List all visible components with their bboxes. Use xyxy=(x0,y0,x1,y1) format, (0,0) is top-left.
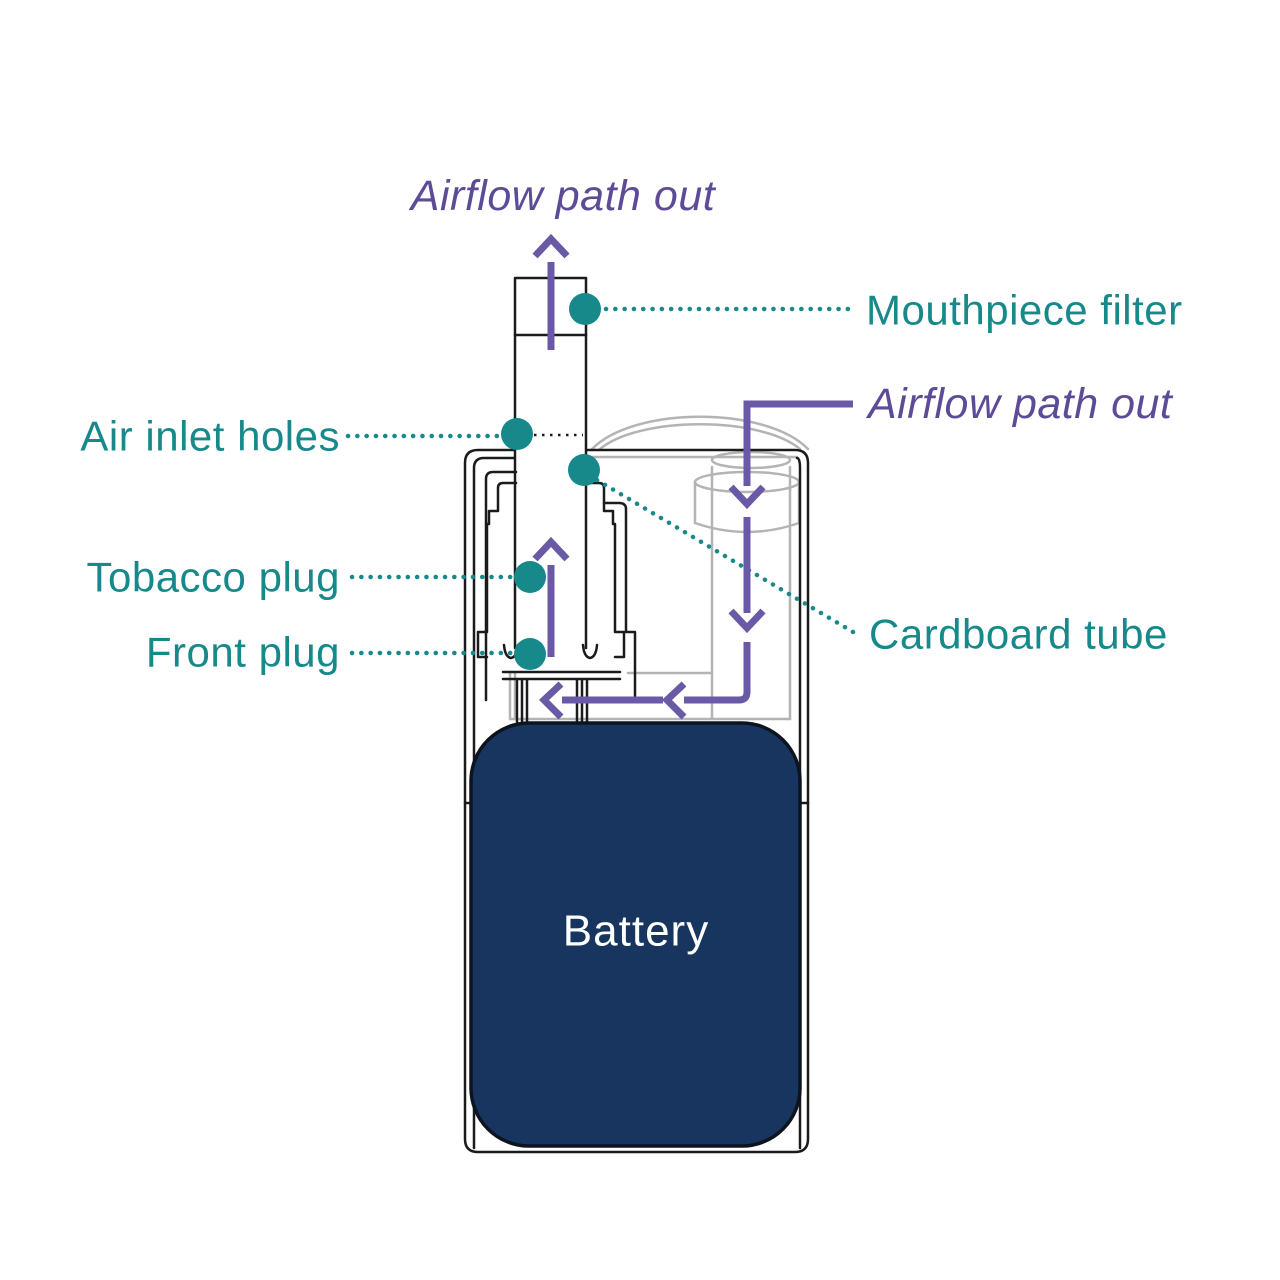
callout-dot-cardboard-tube xyxy=(568,454,600,486)
airflow-in-segment-1 xyxy=(743,400,853,486)
label-air-inlet-holes: Air inlet holes xyxy=(80,413,340,460)
diagram-labels: Airflow path out Mouthpiece filter Airfl… xyxy=(80,172,1182,676)
label-airflow-path-out-right: Airflow path out xyxy=(865,380,1174,428)
label-tobacco-plug: Tobacco plug xyxy=(86,554,340,601)
airflow-in-head-2 xyxy=(728,608,766,634)
battery-label: Battery xyxy=(563,907,709,956)
leader-cardboard-tube xyxy=(594,477,856,635)
leader-lines xyxy=(345,306,859,656)
battery-shape xyxy=(469,721,802,1148)
airflow-in-segment-3 xyxy=(684,642,751,704)
arrow-up-stick-head xyxy=(532,536,570,562)
label-front-plug: Front plug xyxy=(146,629,340,676)
front-plug-cup-right xyxy=(581,643,599,660)
holder-internal-structure xyxy=(476,470,637,724)
callout-dot-air-inlet-holes xyxy=(501,418,533,450)
callout-dots xyxy=(501,293,601,670)
inner-tube-top-rim xyxy=(710,450,792,470)
arrow-out-top-head xyxy=(532,233,570,259)
cap-dome-inner-arc xyxy=(598,423,802,451)
battery-block: Battery xyxy=(469,721,802,1148)
label-mouthpiece-filter: Mouthpiece filter xyxy=(866,287,1183,334)
callout-dot-tobacco-plug xyxy=(514,561,546,593)
airflow-in-head-4 xyxy=(538,681,564,720)
device-inner-liner-right xyxy=(795,456,802,1150)
label-cardboard-tube: Cardboard tube xyxy=(869,611,1168,658)
airflow-in-head-1 xyxy=(728,484,766,510)
device-outer-outline xyxy=(463,448,810,1154)
label-airflow-path-out-top: Airflow path out xyxy=(408,172,717,220)
chamber-left-steps xyxy=(476,481,518,659)
device-inner-liner-left xyxy=(472,456,518,1150)
callout-dot-mouthpiece-filter xyxy=(569,293,601,325)
cap-dome-outer-arc xyxy=(590,415,810,451)
callout-dot-front-plug xyxy=(514,638,546,670)
device-body-outline xyxy=(463,448,810,1154)
chamber-right-steps xyxy=(584,481,626,659)
airflow-arrows xyxy=(532,233,853,720)
chamber-right-outer xyxy=(602,501,637,702)
airflow-in-head-3 xyxy=(661,681,687,720)
chamber-left-outer xyxy=(484,470,518,702)
